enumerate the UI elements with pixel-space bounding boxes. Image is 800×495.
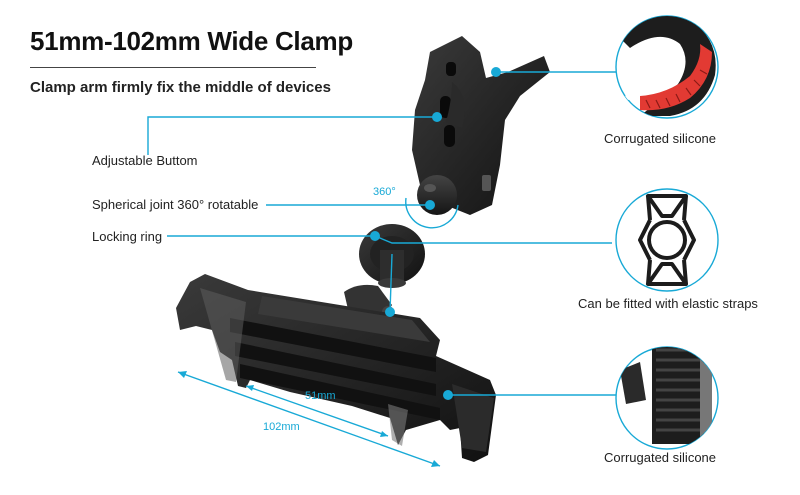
label-spherical-joint: Spherical joint 360° rotatable: [92, 197, 259, 212]
title-underline: [30, 67, 316, 68]
label-elastic-straps: Can be fitted with elastic straps: [578, 296, 758, 311]
clamp-arm-body: [412, 36, 550, 215]
outer-width-arrow: [177, 371, 441, 467]
spherical-joint: [417, 175, 457, 215]
inner-width-label: 51mm: [305, 390, 336, 402]
outer-width-label: 102mm: [263, 421, 300, 433]
leader-column: [389, 253, 393, 313]
marker-corrugated-bottom: [443, 390, 453, 400]
label-adjustable-button: Adjustable Buttom: [92, 153, 198, 168]
label-corrugated-silicone-top: Corrugated silicone: [604, 131, 717, 146]
marker-column: [385, 307, 395, 317]
detail-silicone-top: [615, 15, 719, 119]
leader-adjustable: [147, 116, 437, 155]
rotation-arc: [405, 197, 459, 229]
rotation-label: 360°: [373, 186, 396, 198]
page-title: 51mm-102mm Wide Clamp: [30, 26, 353, 56]
marker-spherical: [425, 200, 435, 210]
detail-elastic-strap: [615, 188, 719, 292]
label-corrugated-silicone-bottom: Corrugated silicone: [604, 450, 717, 465]
page-subtitle: Clamp arm firmly fix the middle of devic…: [30, 79, 331, 96]
leader-elastic: [374, 235, 612, 244]
marker-adjustable: [432, 112, 442, 122]
wide-holder-body: [176, 274, 496, 462]
label-locking-ring: Locking ring: [92, 229, 163, 244]
detail-silicone-bottom: [615, 346, 719, 450]
inner-width-arrow: [245, 385, 389, 437]
marker-corrugated-top: [491, 67, 501, 77]
